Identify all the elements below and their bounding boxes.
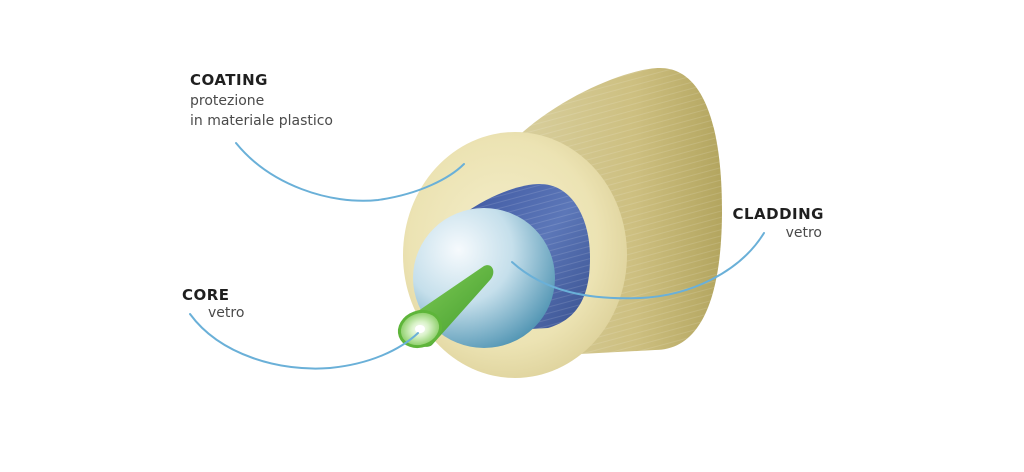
coating-description-line1: protezione xyxy=(190,93,265,109)
coating-description-line2: in materiale plastico xyxy=(190,113,334,129)
cladding-material: vetro xyxy=(785,225,822,241)
coating-leader-line xyxy=(235,142,465,202)
core-title: CORE xyxy=(182,286,230,304)
cladding-leader-line xyxy=(511,232,765,300)
core-label: CORE vetro xyxy=(182,286,244,322)
cladding-label: CLADDING vetro xyxy=(728,205,824,243)
core-fiber xyxy=(397,265,494,349)
leader-lines xyxy=(189,142,765,370)
cladding-title: CLADDING xyxy=(732,205,824,223)
core-material: vetro xyxy=(208,305,245,321)
core-leader-line xyxy=(189,313,419,370)
coating-title: COATING xyxy=(190,71,268,89)
coating-label: COATING protezione in materiale plastico xyxy=(190,71,333,131)
